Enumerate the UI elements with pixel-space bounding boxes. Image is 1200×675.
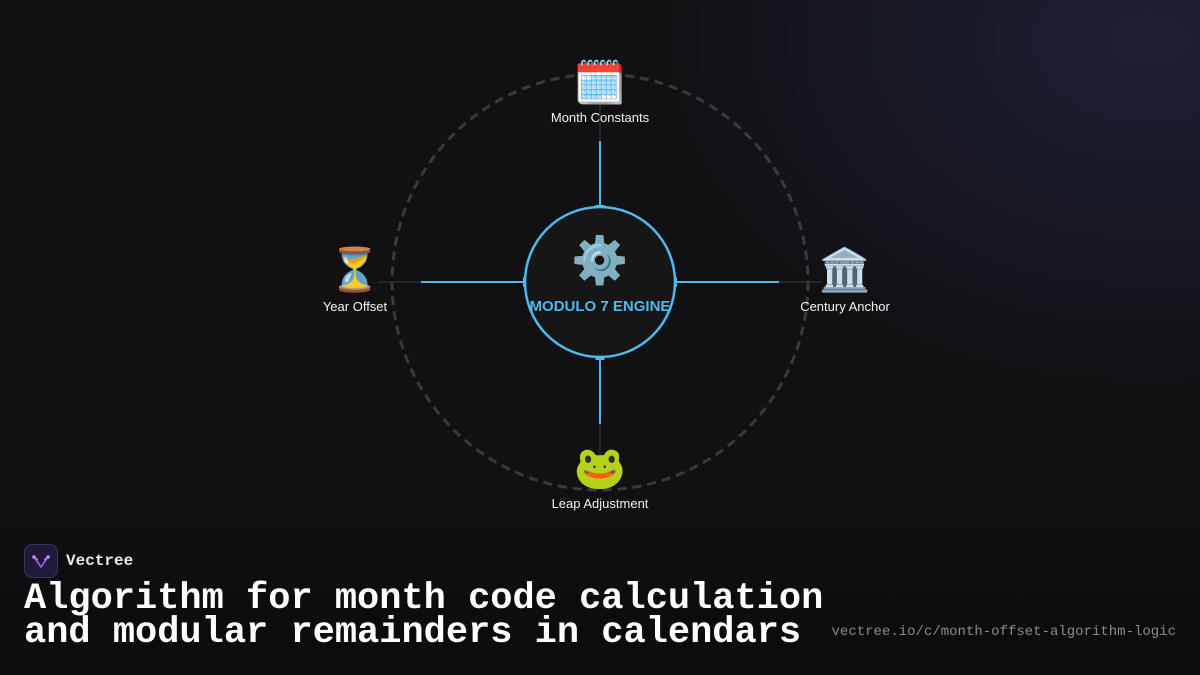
node-century-anchor: 🏛️ Century Anchor xyxy=(800,245,890,314)
brand-name: Vectree xyxy=(66,552,134,570)
node-year-offset: ⏳ Year Offset xyxy=(323,245,388,314)
engine-circle xyxy=(523,205,677,359)
node-label-month-constants: Month Constants xyxy=(551,110,650,125)
brand: Vectree xyxy=(24,544,133,578)
engine-label: MODULO 7 ENGINE xyxy=(530,298,671,315)
calendar-icon: 🗓️ xyxy=(574,58,626,107)
node-label-year-offset: Year Offset xyxy=(323,299,388,314)
headline-line-2: and modular remainders in calendars xyxy=(24,612,802,654)
vectree-logo-icon xyxy=(24,544,58,578)
node-label-leap-adjustment: Leap Adjustment xyxy=(552,496,649,511)
gear-icon: ⚙️ xyxy=(571,233,628,287)
hourglass-icon: ⏳ xyxy=(329,245,381,294)
modulo-engine-node: ⚙️ MODULO 7 ENGINE xyxy=(523,205,677,359)
headline-line-1: Algorithm for month code calculation xyxy=(24,578,824,620)
headline: Algorithm for month code calculation and… xyxy=(24,578,824,654)
node-month-constants: 🗓️ Month Constants xyxy=(551,58,650,125)
source-url: vectree.io/c/month-offset-algorithm-logi… xyxy=(831,624,1176,640)
node-leap-adjustment: 🐸 Leap Adjustment xyxy=(552,443,649,511)
classical-building-icon: 🏛️ xyxy=(819,245,871,294)
node-label-century-anchor: Century Anchor xyxy=(800,299,890,314)
frog-icon: 🐸 xyxy=(574,443,626,492)
